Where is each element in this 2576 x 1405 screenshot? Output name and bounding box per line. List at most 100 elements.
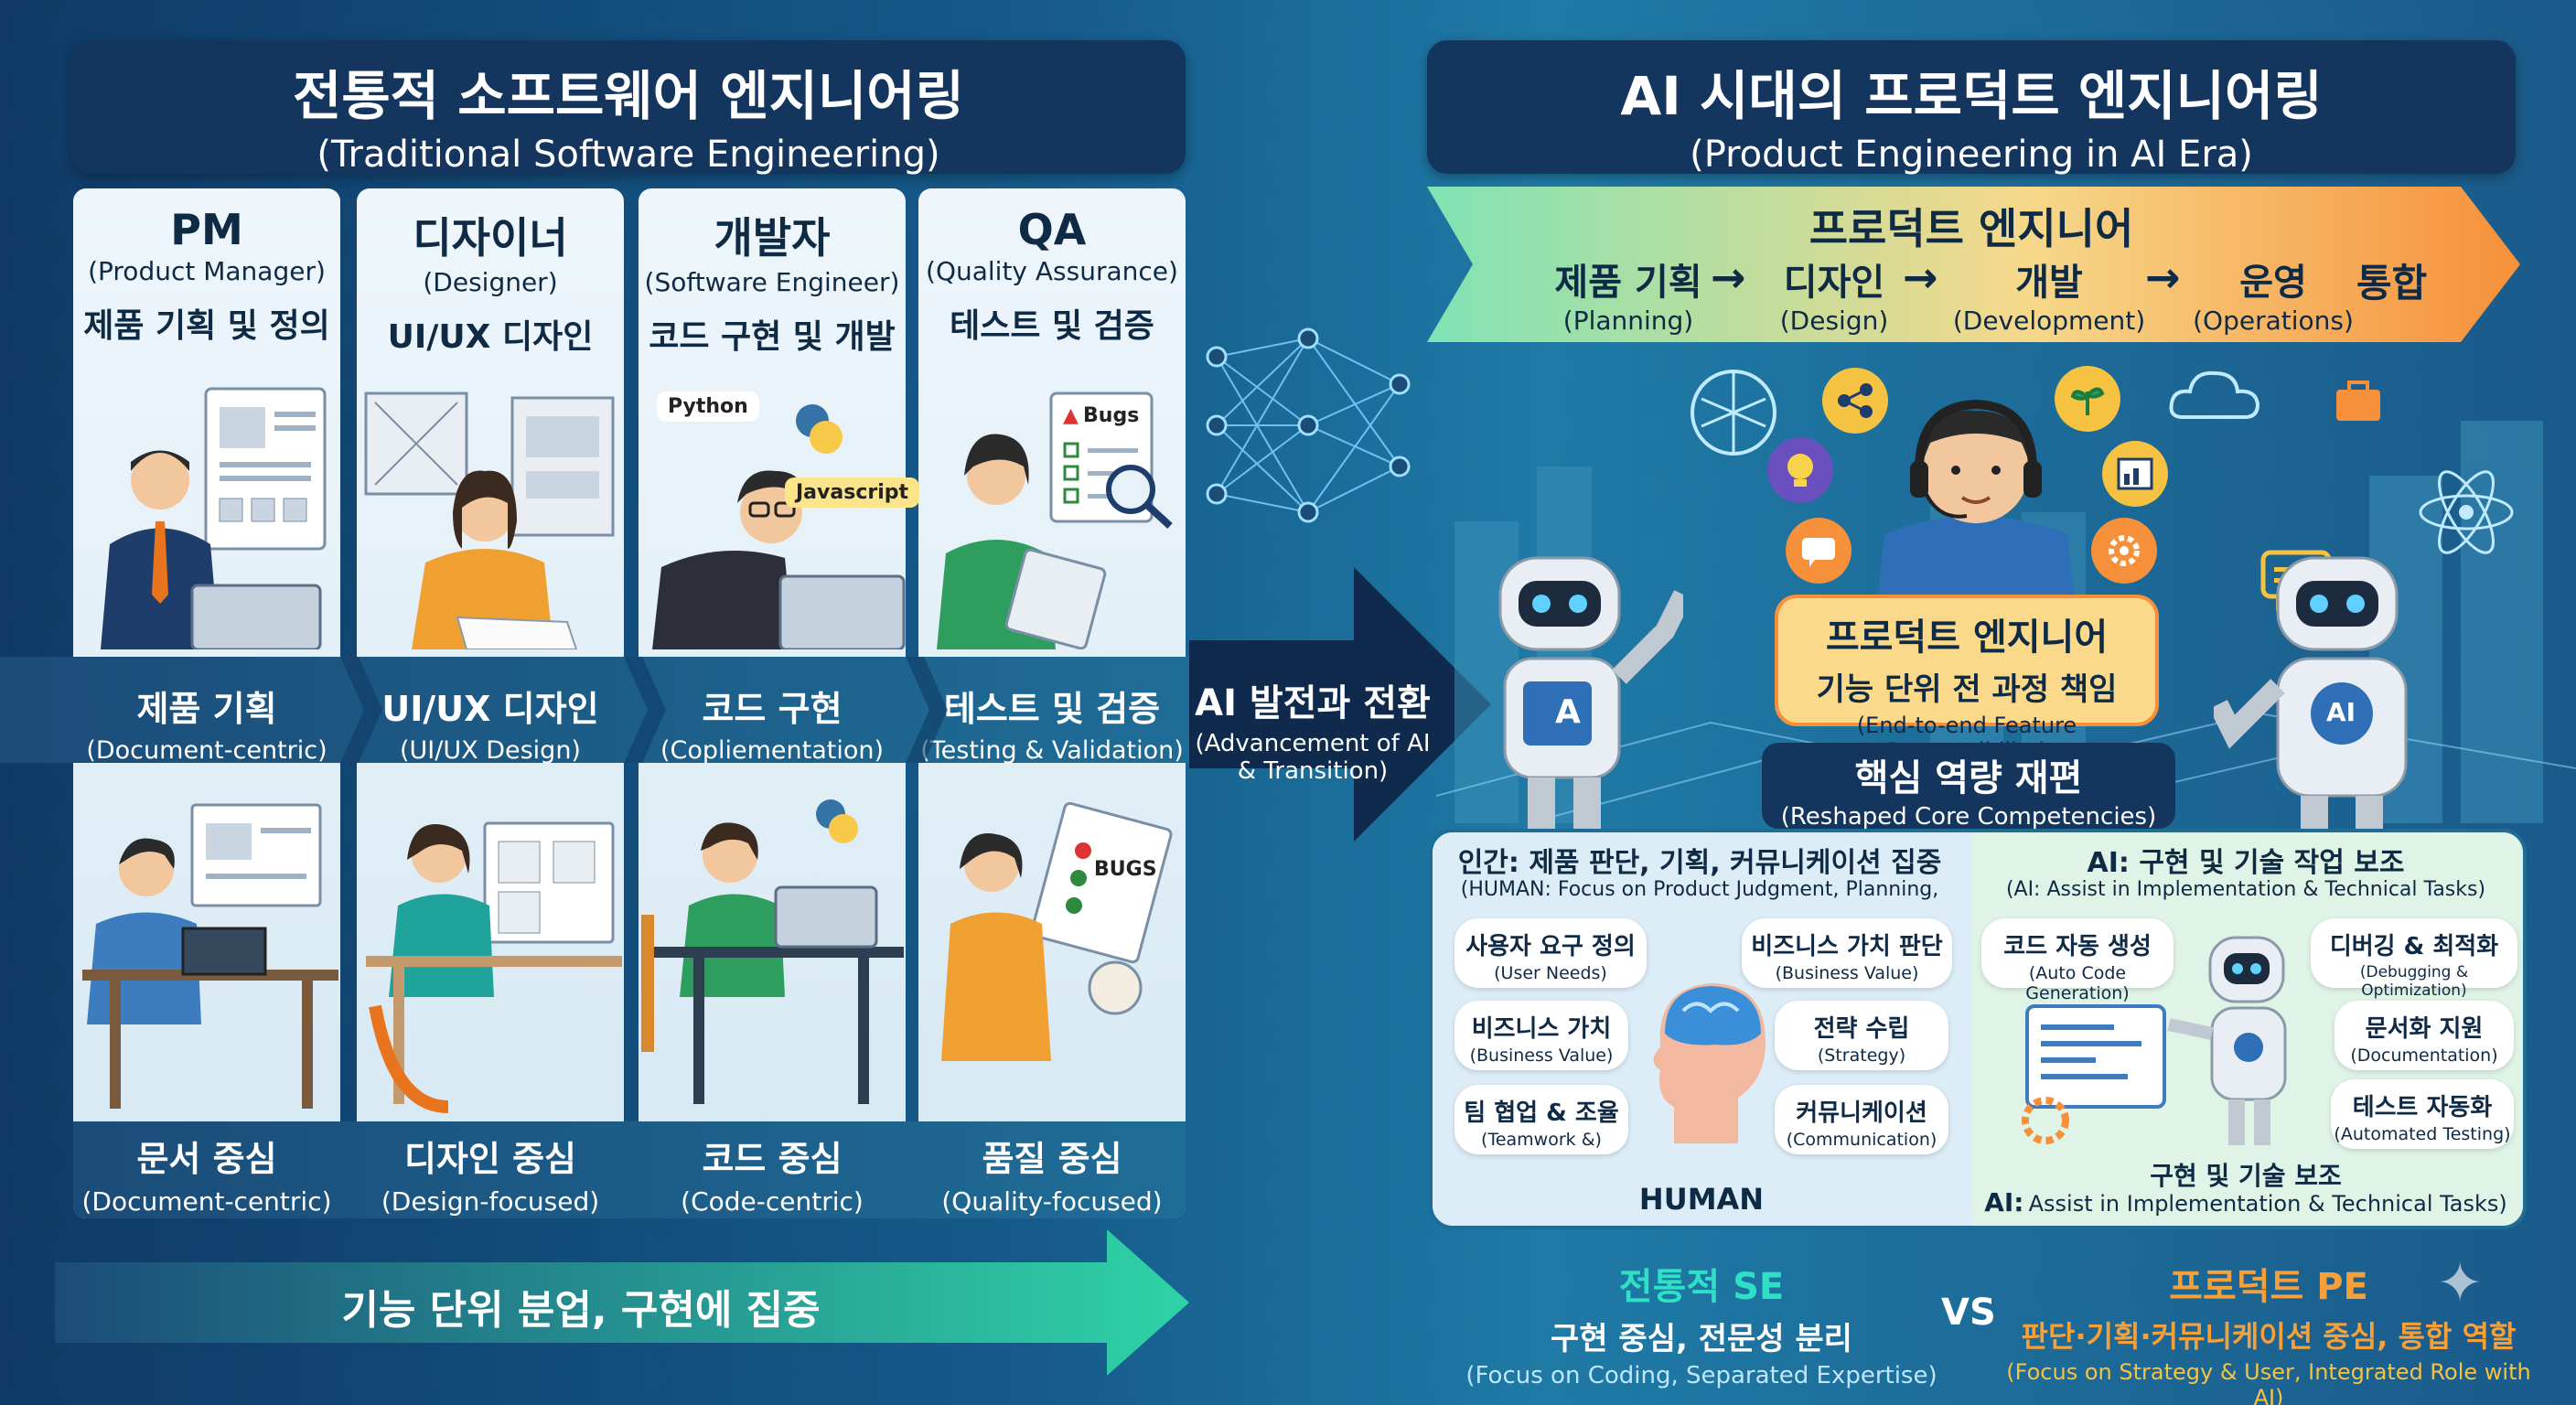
compare-left-title: 전통적 SE [1618,1266,1785,1308]
compare-right-sub: 판단·기획·커뮤니케이션 중심, 통합 역할 [2021,1319,2517,1354]
band-ko: 테스트 및 검증 [943,689,1161,729]
compare-left: 전통적 SE 구현 중심, 전문성 분리 (Focus on Coding, S… [1464,1257,1939,1389]
bubble-auto-code: 코드 자동 생성 (Auto Code Generation) [1981,918,2174,1003]
neural-network-icon [1206,327,1411,523]
role-name-en: (Quality Assurance) [926,256,1178,286]
bubble-en: (Business Value) [1469,1046,1614,1066]
python-label: Python [668,395,748,418]
band-cell-pm: 제품 기획 (Document-centric) [73,681,340,765]
flow-arrow-3: → [2145,252,2181,302]
role-name: 디자이너 [413,213,568,263]
foot-en: (Quality-focused) [941,1186,1163,1217]
role-desc: UI/UX 디자인 [387,318,594,356]
bottom-arrow-text: 기능 단위 분업, 구현에 집중 [341,1287,821,1334]
band-chevrons [340,657,948,763]
atom-icon [2419,470,2514,554]
core-en: (Reshaped Core Competencies) [1780,803,2157,831]
bubble-ko: 문서화 지원 [2365,1015,2484,1043]
right-title-ko: AI 시대의 프로덕트 엔지니어링 [1620,65,2323,127]
bugs-tag: ▲ Bugs [1063,404,1139,427]
briefcase-icon [2336,381,2380,421]
gear-icon [2091,518,2157,584]
right-title-en: (Product Engineering in AI Era) [1690,134,2253,176]
bubble-en: (Strategy) [1817,1046,1906,1066]
foot-cell-pm: 문서 중심 (Document-centric) [73,1131,340,1217]
transition-en-1: (Advancement of AI [1195,730,1431,757]
foot-ko: 문서 중심 [136,1139,277,1179]
robot-right-screen-label: AI [2326,697,2356,727]
bubble-strategy: 전략 수립 (Strategy) [1775,1001,1948,1070]
human-brain-head-illustration [1653,983,1766,1143]
bugs-clipboard-label: BUGS [1094,858,1157,881]
pe-box: 프로덕트 엔지니어 기능 단위 전 과정 책임 (End-to-end Feat… [1775,595,2159,764]
foot-en: (Code-centric) [681,1186,864,1217]
band-cell-designer: UI/UX 디자인 (UI/UX Design) [357,681,624,765]
flow-ko: 제품 기획 [1554,262,1702,304]
compare-vs: VS [1941,1292,1996,1334]
javascript-label: Javascript [796,481,909,504]
human-label: HUMAN [1638,1182,1765,1217]
core-ko: 핵심 역량 재편 [1854,757,2083,799]
foot-en: (Design-focused) [381,1186,600,1217]
chat-icon [1786,518,1852,584]
bubble-ko: 커뮤니케이션 [1796,1099,1927,1127]
transition-ko: AI 발전과 전환 [1195,682,1431,724]
role-name-en: (Designer) [423,267,558,297]
bubble-en: (Automated Testing) [2334,1124,2511,1144]
cloud-icon [2169,370,2260,419]
band-en: (Testing & Validation) [920,736,1184,765]
flow-arrow-2: → [1903,252,1938,302]
bubble-debugging: 디버깅 & 최적화 (Debugging & Optimization) [2311,918,2517,1000]
flow-arrow-1: → [1711,252,1746,302]
compare-right: 프로덕트 PE 판단·기획·커뮤니케이션 중심, 통합 역할 (Focus on… [1994,1257,2543,1405]
globe-network-icon [1690,370,1776,456]
role-name: QA [1017,205,1087,254]
bubble-business-value-judgment: 비즈니스 가치 판단 (Business Value) [1742,918,1952,988]
role-desc: 코드 구현 및 개발 [649,318,896,356]
bubble-ko: 코드 자동 생성 [2003,933,2152,960]
bubble-ko: 비즈니스 가치 [1471,1015,1612,1043]
ai-label-line: AI: Assist in Implementation & Technical… [1976,1187,2516,1217]
bubble-ko: 팀 협업 & 조율 [1464,1099,1619,1127]
bubble-en: (User Needs) [1494,963,1607,983]
flow-step-design: 디자인 (Design) [1766,252,1903,336]
foot-cell-qa: 품질 중심 (Quality-focused) [918,1131,1186,1217]
bubble-documentation: 문서화 지원 (Documentation) [2334,1001,2514,1070]
flow-banner [1427,187,2520,342]
bubble-en: (Business Value) [1775,963,1919,983]
right-title-box: AI 시대의 프로덕트 엔지니어링 (Product Engineering i… [1427,40,2516,176]
role-desc: 제품 기획 및 정의 [83,307,330,345]
robot-left-screen-label: A [1555,693,1581,731]
role-name-en: (Product Manager) [88,256,326,286]
compare-right-title: 프로덕트 PE [2169,1266,2368,1308]
band-en: (Copliementation) [660,736,885,765]
role-name-en: (Software Engineer) [644,267,900,297]
foot-ko: 품질 중심 [982,1139,1122,1179]
ai-title: AI: 구현 및 기술 작업 보조 [2087,847,2405,879]
pe-line1: 프로덕트 엔지니어 [1825,617,2109,659]
transition-arrow [1189,567,1491,842]
foot-en: (Document-centric) [81,1186,332,1217]
designer-desk-illustration [366,821,622,1113]
role-name: 개발자 [714,213,831,263]
bubble-ko: 비즈니스 가치 판단 [1751,933,1943,960]
transition-en-2: & Transition) [1237,757,1389,785]
pe-line2: 기능 단위 전 과정 책임 [1816,671,2118,708]
developer-illustration [652,404,906,649]
foot-ko: 디자인 중심 [403,1139,577,1179]
left-title-en: (Traditional Software Engineering) [317,134,940,176]
bubble-ko: 테스트 자동화 [2352,1094,2493,1121]
flow-end: 통합 [2356,261,2428,306]
band-en: (UI/UX Design) [400,736,581,765]
pm-desk-illustration [82,803,338,1109]
qa-illustration [937,391,1173,649]
bubble-ko: 전략 수립 [1813,1015,1910,1043]
human-title: 인간: 제품 판단, 기획, 커뮤니케이션 집중 [1457,847,1942,879]
designer-illustration [364,391,615,649]
bubble-user-needs: 사용자 요구 정의 (User Needs) [1454,918,1647,988]
bubble-en: (Auto Code Generation) [2025,963,2130,1003]
bubble-ko: 디버깅 & 최적화 [2329,933,2499,960]
flow-ko: 개발 [2015,262,2083,304]
bubble-en: (Debugging & Optimization) [2359,963,2469,1000]
ai-label-ko: 구현 및 기술 보조 [2150,1161,2342,1191]
